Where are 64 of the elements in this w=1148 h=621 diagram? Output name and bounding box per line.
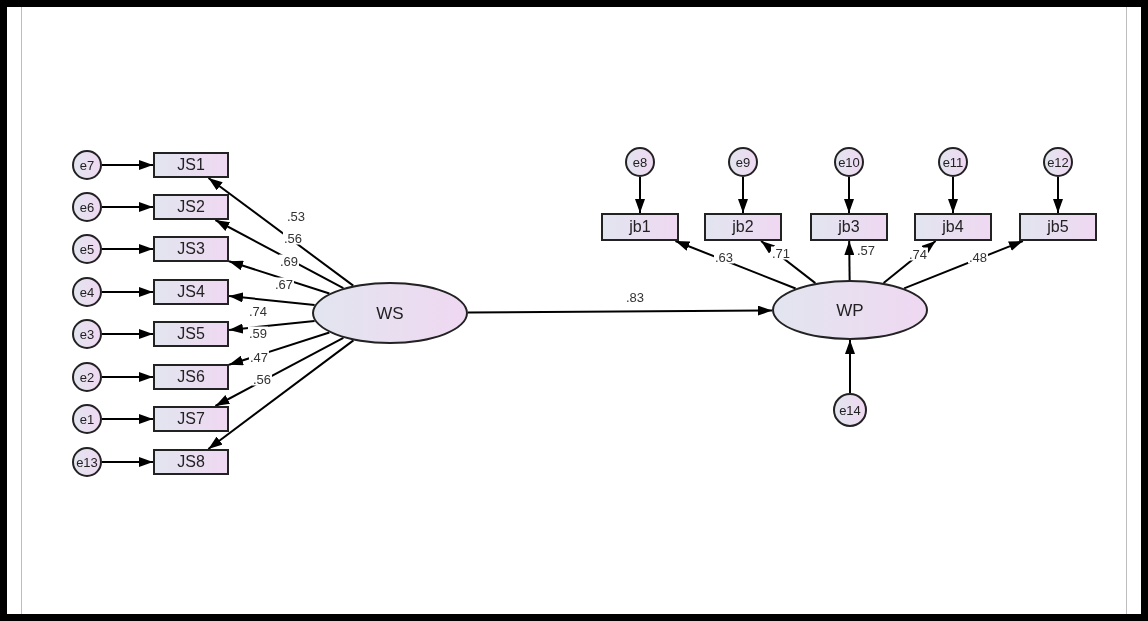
edge-label: .57 bbox=[855, 243, 877, 257]
arrow bbox=[467, 305, 773, 316]
arrow bbox=[101, 287, 154, 297]
observed-variable-box: JS4 bbox=[153, 279, 229, 305]
observed-variable-box: jb2 bbox=[704, 213, 782, 241]
edge-label: .69 bbox=[278, 254, 300, 268]
latent-variable-ellipse: WP bbox=[772, 280, 928, 340]
edge-label: .67 bbox=[273, 277, 295, 291]
arrow bbox=[948, 176, 958, 214]
arrow bbox=[101, 457, 154, 467]
error-term-circle: e3 bbox=[72, 319, 102, 349]
error-term-circle: e7 bbox=[72, 150, 102, 180]
error-term-circle: e11 bbox=[938, 147, 968, 177]
arrow bbox=[101, 202, 154, 212]
observed-variable-box: JS8 bbox=[153, 449, 229, 475]
edge-label: .59 bbox=[247, 326, 269, 340]
arrow bbox=[214, 219, 345, 290]
error-term-circle: e14 bbox=[833, 393, 867, 427]
error-term-circle: e6 bbox=[72, 192, 102, 222]
error-term-circle: e10 bbox=[834, 147, 864, 177]
arrow bbox=[844, 240, 855, 281]
error-term-circle: e2 bbox=[72, 362, 102, 392]
observed-variable-box: jb3 bbox=[810, 213, 888, 241]
arrow bbox=[844, 176, 854, 214]
error-term-circle: e4 bbox=[72, 277, 102, 307]
arrow bbox=[228, 260, 331, 295]
latent-variable-ellipse: WS bbox=[312, 282, 468, 344]
arrow bbox=[845, 339, 855, 394]
observed-variable-box: JS7 bbox=[153, 406, 229, 432]
observed-variable-box: JS2 bbox=[153, 194, 229, 220]
error-term-circle: e12 bbox=[1043, 147, 1073, 177]
arrow bbox=[1053, 176, 1063, 214]
arrow bbox=[738, 176, 748, 214]
error-term-circle: e1 bbox=[72, 404, 102, 434]
error-term-circle: e13 bbox=[72, 447, 102, 477]
observed-variable-box: JS1 bbox=[153, 152, 229, 178]
error-term-circle: e5 bbox=[72, 234, 102, 264]
arrow bbox=[228, 331, 331, 366]
edge-label: .56 bbox=[251, 372, 273, 386]
arrow bbox=[101, 244, 154, 254]
observed-variable-box: JS6 bbox=[153, 364, 229, 390]
arrow bbox=[101, 414, 154, 424]
error-term-circle: e8 bbox=[625, 147, 655, 177]
arrow bbox=[674, 240, 797, 290]
observed-variable-box: jb1 bbox=[601, 213, 679, 241]
arrow bbox=[214, 336, 345, 407]
arrow bbox=[635, 176, 645, 214]
error-term-circle: e9 bbox=[728, 147, 758, 177]
observed-variable-box: jb4 bbox=[914, 213, 992, 241]
edge-label: .74 bbox=[247, 304, 269, 318]
edge-label: .63 bbox=[713, 250, 735, 264]
edge-label: .53 bbox=[285, 209, 307, 223]
observed-variable-box: JS5 bbox=[153, 321, 229, 347]
edge-label: .74 bbox=[907, 247, 929, 261]
edge-label: .83 bbox=[624, 290, 646, 304]
edge-label: .47 bbox=[248, 350, 270, 364]
observed-variable-box: jb5 bbox=[1019, 213, 1097, 241]
arrow bbox=[101, 329, 154, 339]
edge-label: .48 bbox=[967, 250, 989, 264]
observed-variable-box: JS3 bbox=[153, 236, 229, 262]
arrow bbox=[101, 372, 154, 382]
edge-label: .56 bbox=[282, 231, 304, 245]
arrow bbox=[101, 160, 154, 170]
edge-label: .71 bbox=[770, 246, 792, 260]
